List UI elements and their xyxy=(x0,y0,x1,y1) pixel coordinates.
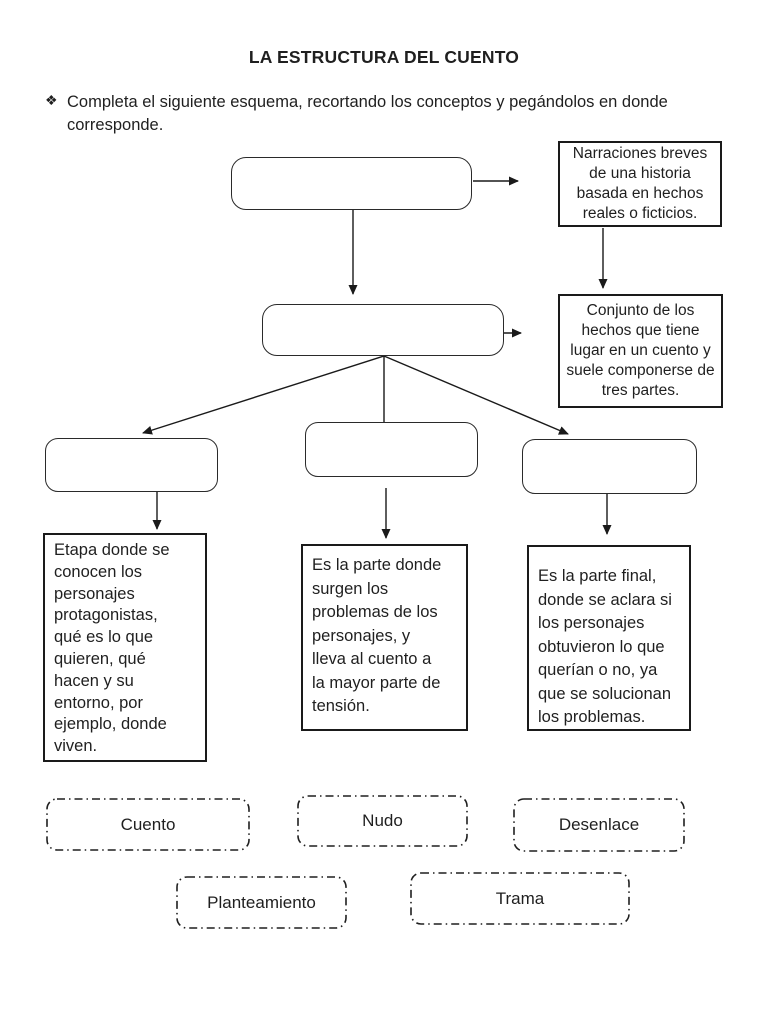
cutout-planteamiento-label: Planteamiento xyxy=(207,892,316,912)
cutout-planteamiento[interactable]: Planteamiento xyxy=(176,876,347,929)
definition-box-desenlace: Es la parte final, donde se aclara si lo… xyxy=(527,545,691,731)
cutout-trama[interactable]: Trama xyxy=(410,872,630,925)
cutout-nudo[interactable]: Nudo xyxy=(297,795,468,847)
definition-box-cuento: Narraciones breves de una historia basad… xyxy=(558,141,722,227)
diamond-bullet-icon: ❖ xyxy=(45,92,58,108)
answer-slot-second[interactable] xyxy=(262,304,504,356)
cutout-trama-label: Trama xyxy=(495,888,545,908)
answer-slot-middle[interactable] xyxy=(305,422,478,477)
cutout-desenlace[interactable]: Desenlace xyxy=(513,798,685,852)
definition-box-planteamiento: Etapa donde se conocen los personajes pr… xyxy=(43,533,207,762)
definition-box-nudo: Es la parte donde surgen los problemas d… xyxy=(301,544,468,731)
cutout-cuento[interactable]: Cuento xyxy=(46,798,250,851)
cutout-nudo-label: Nudo xyxy=(362,811,403,830)
answer-slot-left[interactable] xyxy=(45,438,218,492)
answer-slot-right[interactable] xyxy=(522,439,697,494)
definition-box-trama: Conjunto de los hechos que tiene lugar e… xyxy=(558,294,723,408)
cutout-cuento-label: Cuento xyxy=(120,814,176,834)
instruction-text: Completa el siguiente esquema, recortand… xyxy=(67,93,668,134)
cutout-desenlace-label: Desenlace xyxy=(558,815,640,834)
answer-slot-top[interactable] xyxy=(231,157,472,210)
page-title: LA ESTRUCTURA DEL CUENTO xyxy=(248,47,520,67)
